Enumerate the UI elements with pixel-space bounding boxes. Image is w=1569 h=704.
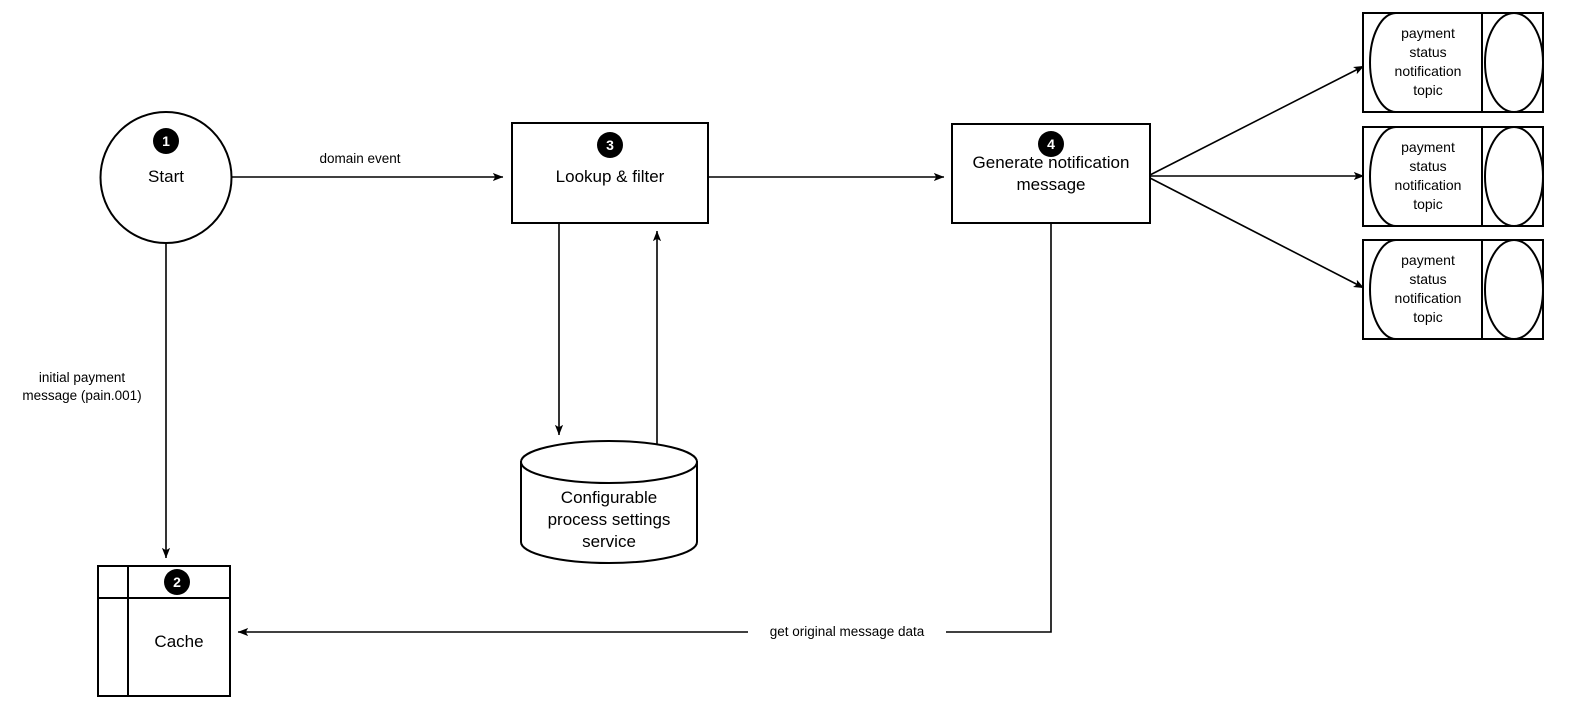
node-cache[interactable] — [97, 565, 231, 697]
node-topic-2-label: payment status notification topic — [1394, 139, 1462, 212]
edge-generate-to-topic-3 — [1149, 177, 1365, 289]
edge-generate-to-cache-label: get original message data — [748, 623, 946, 641]
node-topic-2[interactable] — [1362, 126, 1544, 227]
edge-start-to-cache-label: initial payment message (pain.001) — [4, 369, 160, 405]
node-cache-badge: 2 — [164, 569, 190, 595]
node-topic-1-label: payment status notification topic — [1394, 25, 1462, 98]
node-start-badge: 1 — [153, 128, 179, 154]
node-topic-3-label: payment status notification topic — [1394, 252, 1462, 325]
edge-generate-to-topic-1 — [1149, 65, 1365, 176]
edge-generate-to-cache — [237, 223, 1052, 637]
node-config-service[interactable] — [520, 440, 698, 564]
node-topic-3[interactable] — [1362, 239, 1544, 340]
node-start[interactable] — [99, 111, 233, 244]
edge-start-to-lookup-label: domain event — [296, 150, 424, 168]
node-generate-notification-badge: 4 — [1038, 131, 1064, 157]
node-lookup-filter-badge: 3 — [597, 132, 623, 158]
node-topic-1[interactable] — [1362, 12, 1544, 113]
